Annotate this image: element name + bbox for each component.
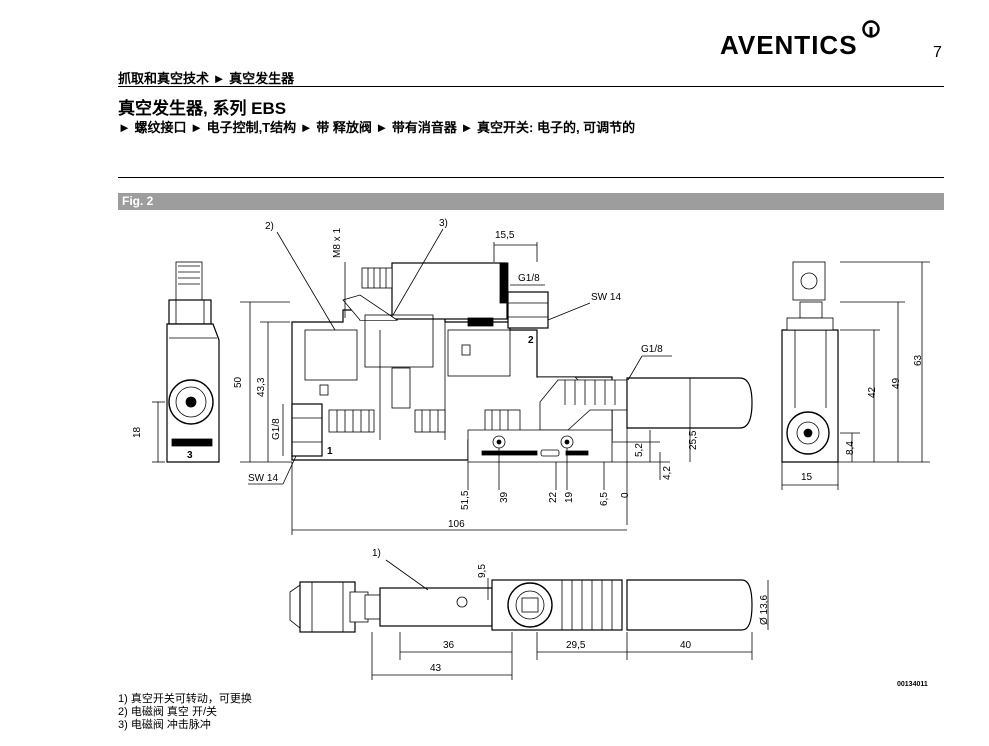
footnote-1: 1) 真空开关可转动，可更换 [118,693,252,705]
dim-29-5: 29,5 [566,640,586,651]
dim-sw14-top: SW 14 [591,292,621,303]
dim-6-5: 6,5 [599,492,610,506]
dim-g18-switch: G1/8 [641,344,663,355]
callout-2-label: 2) [265,221,274,232]
page-number: 7 [933,44,942,61]
dim-40: 40 [680,640,692,651]
dim-15-5: 15,5 [495,230,515,241]
dim-36: 36 [443,640,455,651]
dim-106: 106 [448,519,465,530]
footnote-2: 2) 电磁阀 真空 开/关 [118,706,218,718]
brand-mark-icon [862,20,880,38]
dim-39: 39 [499,491,510,503]
drawing-id: 00134011 [897,681,928,688]
dim-m8: M8 x 1 [332,228,343,258]
fins-left [328,409,375,433]
figure-header-bar: Fig. 2 [118,193,944,210]
brand-logo: AVENTICS [720,30,858,60]
dim-25-5: 25,5 [688,430,699,450]
dim-0: 0 [620,492,631,498]
callout-3-label: 3) [439,218,448,229]
dim-8-4: 8,4 [845,441,856,455]
dim-g18-top: G1/8 [518,273,540,284]
breadcrumb: 抓取和真空技术 ► 真空发生器 [118,71,295,86]
main-front-view: 2) 3) 1 2 15,5 M8 x 1 G1/8 SW 14 G1/8 50… [233,218,753,535]
dim-22: 22 [548,491,559,503]
callout-1-bottom-label: 1) [372,548,381,559]
dim-9-5: 9,5 [477,564,488,578]
dim-18: 18 [132,426,143,438]
callout-3: 3 [187,450,193,461]
footnotes: 1) 真空开关可转动，可更换 2) 电磁阀 真空 开/关 3) 电磁阀 冲击脉冲 [118,693,252,732]
dim-sw14-left: SW 14 [248,473,278,484]
dim-4-2: 4,2 [662,466,673,480]
dim-42: 42 [867,386,878,398]
dim-63: 63 [913,354,924,366]
dim-43: 43 [430,663,442,674]
dim-43-3: 43,3 [256,377,267,397]
section-divider [118,177,944,178]
dim-g18-left: G1/8 [271,418,282,440]
callout-2: 2 [528,335,534,346]
dim-5-2: 5,2 [634,443,645,457]
figure-label: Fig. 2 [122,194,154,208]
dim-49: 49 [891,377,902,389]
dim-15: 15 [801,472,813,483]
dim-19: 19 [564,491,575,503]
dim-50: 50 [233,376,244,388]
product-features: ► 螺纹接口 ► 电子控制,T结构 ► 带 释放阀 ► 带有消音器 ► 真空开关… [118,120,636,135]
header-divider [118,86,944,87]
product-title: 真空发生器, 系列 EBS [118,99,287,118]
bottom-top-view: 1) 9,5 Ø 13,6 36 29,5 40 43 [289,548,770,680]
dim-51-5: 51,5 [460,490,471,510]
footnote-3: 3) 电磁阀 冲击脉冲 [118,719,211,731]
left-side-view: 18 3 [132,261,220,463]
right-end-view: 63 49 42 8,4 15 [781,261,930,490]
dim-dia-13-6: Ø 13,6 [759,595,770,625]
callout-1: 1 [327,446,333,457]
